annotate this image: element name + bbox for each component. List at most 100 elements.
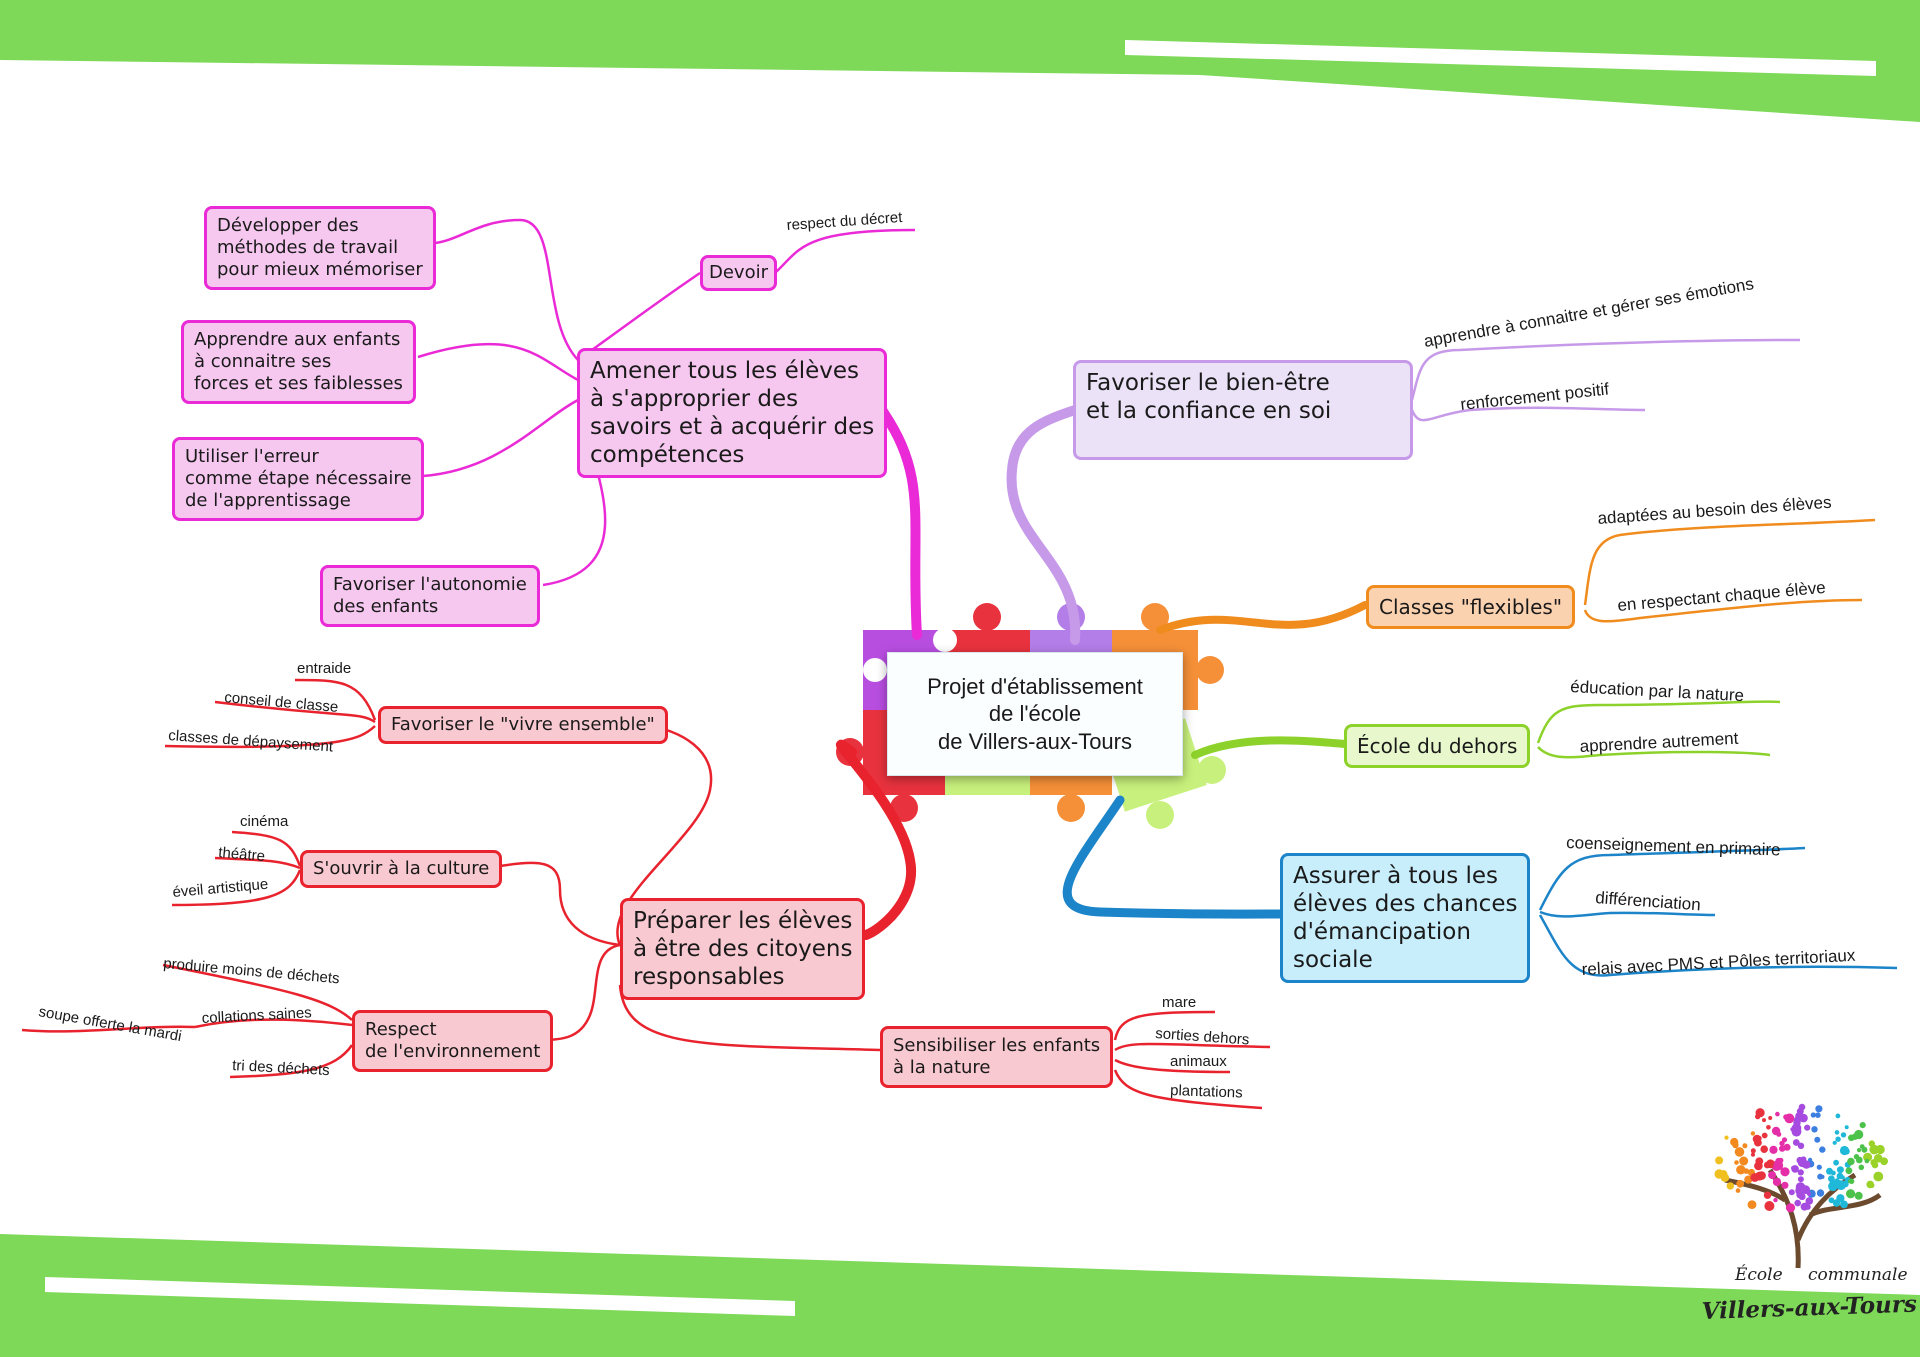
logo-leaf-dot <box>1720 1173 1730 1183</box>
logo-leaf-dot <box>1859 1144 1865 1149</box>
node-developper[interactable]: Développer des méthodes de travail pour … <box>204 206 436 290</box>
logo-leaf-dot <box>1815 1112 1821 1118</box>
leaf-tri: tri des déchets <box>232 1057 330 1079</box>
logo-leaf-dot <box>1781 1181 1789 1189</box>
node-line: méthodes de travail <box>217 236 399 258</box>
node-vivre[interactable]: Favoriser le "vivre ensemble" <box>378 706 668 744</box>
link-culture <box>499 861 621 947</box>
node-line: S'ouvrir à la culture <box>313 858 490 879</box>
node-line: Classes "flexibles" <box>1379 595 1563 619</box>
logo-leaf-dot <box>1768 1171 1777 1180</box>
logo-leaf-dot <box>1816 1164 1822 1170</box>
node-respect[interactable]: Respect de l'environnement <box>352 1010 554 1072</box>
link-nature <box>618 984 881 1052</box>
node-devoir[interactable]: Devoir <box>700 255 778 291</box>
logo-leaf-dot <box>1772 1177 1782 1187</box>
logo-leaf-dot <box>1866 1154 1872 1160</box>
logo-leaf-dot <box>1755 1108 1765 1118</box>
node-line: compétences <box>590 442 745 469</box>
logo-leaf-dot <box>1856 1148 1862 1153</box>
logo-leaf-dot <box>1816 1189 1825 1197</box>
branch-bienetre <box>1006 405 1081 645</box>
logo-leaf-dot <box>1799 1113 1808 1123</box>
leaf-line-differenciation <box>1539 910 1716 918</box>
logo-leaf-dot <box>1832 1199 1841 1207</box>
logo-leaf-dot <box>1742 1143 1748 1149</box>
logo-leaf-dot <box>1798 1103 1806 1111</box>
leaf-line-animaux <box>1114 1058 1231 1074</box>
node-culture[interactable]: S'ouvrir à la culture <box>300 850 503 888</box>
leaf-line-collations <box>194 1018 353 1029</box>
node-amener[interactable]: Amener tous les élèves à s'approprier de… <box>577 348 888 479</box>
node-bienetre[interactable]: Favoriser le bien-être et la confiance e… <box>1073 360 1413 460</box>
node-line: Apprendre aux enfants <box>194 329 401 350</box>
logo-leaf-dot <box>1736 1179 1745 1188</box>
logo-leaf-dot <box>1760 1145 1768 1153</box>
leaf-line-tri <box>229 1044 354 1079</box>
node-line: élèves des chances <box>1293 891 1518 918</box>
logo-leaf-dot <box>1847 1157 1855 1166</box>
leaf-line-autrement <box>1537 746 1771 759</box>
node-assurer[interactable]: Assurer à tous les élèves des chances d'… <box>1280 853 1531 984</box>
logo-leaf-dot <box>1859 1122 1866 1129</box>
branch-amener <box>877 405 922 640</box>
central-topic[interactable]: Projet d'établissement de l'école de Vil… <box>887 652 1183 776</box>
logo-leaf-dot <box>1805 1197 1814 1205</box>
node-classes[interactable]: Classes "flexibles" <box>1366 585 1576 630</box>
node-nature[interactable]: Sensibiliser les enfants à la nature <box>880 1026 1114 1088</box>
logo-leaf-dot <box>1795 1185 1805 1196</box>
logo-leaf-dot <box>1763 1161 1771 1169</box>
leaf-relais: relais avec PMS et Pôles territoriaux <box>1581 946 1856 979</box>
node-preparer[interactable]: Préparer les élèves à être des citoyens … <box>620 898 866 1001</box>
logo-leaf-dot <box>1763 1191 1772 1199</box>
node-line: savoirs et à acquérir des <box>590 414 875 441</box>
leaf-plantations: plantations <box>1170 1082 1243 1102</box>
logo-leaf-dot <box>1808 1157 1813 1162</box>
node-apprendre[interactable]: Apprendre aux enfants à connaitre ses fo… <box>181 320 416 404</box>
logo-leaf-dot <box>1855 1156 1863 1164</box>
logo-leaf-dot <box>1831 1170 1836 1176</box>
node-dehors[interactable]: École du dehors <box>1344 724 1531 769</box>
logo-leaf-dot <box>1835 1136 1841 1142</box>
logo-leaf-dot <box>1832 1140 1837 1145</box>
branch-dehors <box>1191 736 1349 759</box>
logo-leaf-dot <box>1724 1135 1729 1140</box>
leaf-sorties: sorties dehors <box>1155 1025 1250 1049</box>
node-erreur[interactable]: Utiliser l'erreur comme étape nécessaire… <box>172 437 425 521</box>
node-line: Développer des <box>217 215 359 236</box>
logo-leaf-dot <box>1780 1167 1790 1177</box>
leaf-line-besoin <box>1583 518 1876 606</box>
node-line: Sensibiliser les enfants <box>893 1035 1101 1056</box>
logo-leaf-dot <box>1785 1203 1796 1213</box>
logo-leaf-dot <box>1802 1160 1811 1169</box>
logo-leaf-dot <box>1835 1113 1841 1119</box>
central-topic-line: Projet d'établissement <box>927 673 1143 699</box>
node-autonomie[interactable]: Favoriser l'autonomie des enfants <box>320 565 540 627</box>
node-line: des enfants <box>333 595 439 617</box>
leaf-line-emotions <box>1410 338 1801 401</box>
logo-leaf-dot <box>1845 1167 1853 1175</box>
leaf-depaysement: classes de dépaysement <box>168 727 335 756</box>
logo-leaf-dot <box>1762 1118 1766 1123</box>
leaf-line-positif <box>1410 406 1646 422</box>
logo-tree-foliage <box>1714 1103 1888 1213</box>
logo-leaf-dot <box>1847 1179 1853 1184</box>
leaf-line-coenseignement <box>1538 846 1806 911</box>
logo-leaf-dot <box>1792 1139 1800 1146</box>
logo-leaf-dot <box>1858 1164 1865 1171</box>
logo-leaf-dot <box>1819 1146 1826 1153</box>
frame-bottom-stripe <box>45 1277 795 1316</box>
leaf-eveil: éveil artistique <box>172 876 269 901</box>
leaf-line-education <box>1536 700 1781 744</box>
node-line: Utiliser l'erreur <box>185 446 319 467</box>
logo-leaf-dot <box>1735 1188 1741 1193</box>
branch-assurer <box>1062 795 1287 919</box>
node-line: Favoriser le "vivre ensemble" <box>391 714 655 735</box>
logo-leaf-dot <box>1869 1144 1879 1155</box>
logo-ecole: École <box>1734 1264 1783 1285</box>
leaf-theatre: théâtre <box>218 844 266 865</box>
node-line: forces et ses faiblesses <box>194 372 403 394</box>
leaf-line-mare <box>1113 1010 1216 1041</box>
logo-leaf-dot <box>1736 1165 1746 1175</box>
node-line: sociale <box>1293 947 1373 974</box>
